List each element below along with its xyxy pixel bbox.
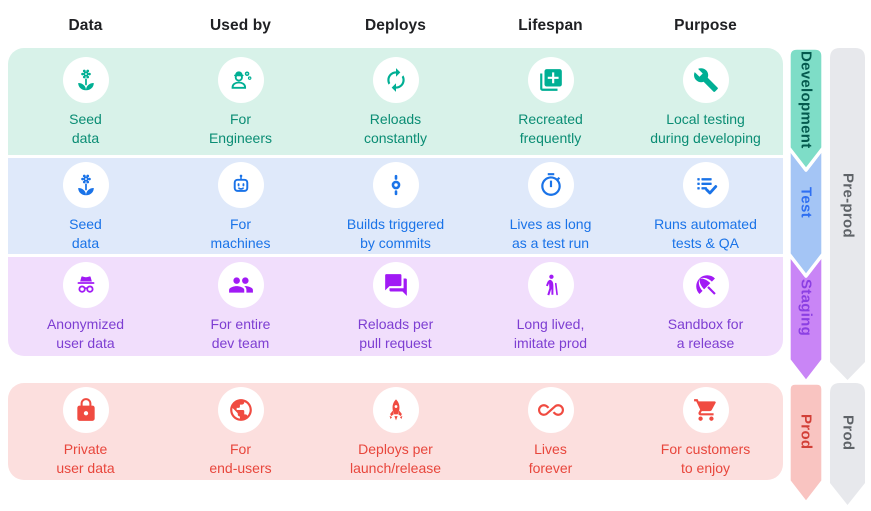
cell-prod-purpose: For customers to enjoy <box>628 383 783 480</box>
group-icon <box>228 272 254 298</box>
stage-ribbons <box>789 46 865 505</box>
ribbon-label-development: Development <box>797 51 815 149</box>
cell-prod-deploys: Deploys per launch/release <box>318 383 473 480</box>
cell-staging-data: Anonymized user data <box>8 257 163 356</box>
robot-icon <box>228 172 254 198</box>
cell-label: Builds triggered by commits <box>346 215 445 251</box>
cell-label: Seed data <box>69 111 102 146</box>
development-ribbon <box>789 46 825 172</box>
umbrella-icon <box>693 272 719 298</box>
cell-label: Reloads constantly <box>363 111 428 146</box>
cell-label: For end-users <box>209 441 272 476</box>
ribbon-label-test: Test <box>797 186 815 218</box>
ribbon-label-prod: Prod <box>797 414 815 450</box>
cell-prod-lifespan: Lives forever <box>473 383 628 480</box>
ribbon-label-pre-prod: Pre-prod <box>839 172 857 238</box>
cell-label: Long lived, imitate prod <box>513 316 588 351</box>
lock-icon <box>73 397 99 423</box>
cell-label: Recreated frequently <box>518 111 583 146</box>
checklist-icon <box>693 172 719 198</box>
prod-group-ribbon <box>830 383 865 505</box>
seed-icon <box>73 172 99 198</box>
cell-label: Local testing during developing <box>650 111 761 146</box>
globe-icon <box>228 397 254 423</box>
cell-test-purpose: Runs automated tests & QA <box>628 158 783 254</box>
cell-prod-used-by: For end-users <box>163 383 318 480</box>
column-header-deploys: Deploys <box>365 17 426 34</box>
column-header-data: Data <box>68 17 103 34</box>
row-prod: Private user data For end-users Deploys … <box>8 383 783 480</box>
cell-label: Seed data <box>69 215 102 251</box>
cell-test-lifespan: Lives as long as a test run <box>473 158 628 254</box>
cell-label: Lives forever <box>528 441 573 476</box>
commit-icon <box>383 172 409 198</box>
cell-label: For customers to enjoy <box>660 441 751 476</box>
cell-test-used-by: For machines <box>163 158 318 254</box>
incognito-icon <box>73 272 99 298</box>
column-header-used-by: Used by <box>210 17 271 34</box>
ribbon-label-prod-group: Prod <box>839 415 857 451</box>
cell-label: For Engineers <box>208 111 273 146</box>
cell-dev-lifespan: Recreated frequently <box>473 48 628 155</box>
library-add-icon <box>538 67 564 93</box>
chat-icon <box>383 272 409 298</box>
column-header-lifespan: Lifespan <box>518 17 583 34</box>
cell-staging-lifespan: Long lived, imitate prod <box>473 257 628 356</box>
cell-label: Anonymized user data <box>46 316 125 351</box>
rocket-icon <box>383 397 409 423</box>
wrench-icon <box>693 67 719 93</box>
cell-test-deploys: Builds triggered by commits <box>318 158 473 254</box>
column-header-purpose: Purpose <box>674 17 737 34</box>
cell-dev-used-by: For Engineers <box>163 48 318 155</box>
ribbon-label-staging: Staging <box>797 279 815 337</box>
seed-icon <box>73 67 99 93</box>
cell-staging-used-by: For entire dev team <box>163 257 318 356</box>
cart-icon <box>693 397 719 423</box>
cell-dev-data: Seed data <box>8 48 163 155</box>
cell-label: For entire dev team <box>210 316 271 351</box>
cell-label: Private user data <box>56 441 115 476</box>
prod-ribbon <box>789 381 825 505</box>
row-test: Seed data For machines Builds triggered … <box>8 158 783 254</box>
cell-label: Sandbox for a release <box>667 316 744 351</box>
cell-label: Runs automated tests & QA <box>654 215 757 251</box>
row-development: Seed data For Engineers Reloads constant… <box>8 48 783 155</box>
reload-icon <box>383 67 409 93</box>
pre-prod-ribbon <box>830 48 865 380</box>
cell-label: For machines <box>210 215 271 251</box>
cell-label: Lives as long as a test run <box>509 215 592 251</box>
cell-dev-deploys: Reloads constantly <box>318 48 473 155</box>
cell-staging-deploys: Reloads per pull request <box>318 257 473 356</box>
cell-label: Reloads per pull request <box>357 316 434 351</box>
cell-dev-purpose: Local testing during developing <box>628 48 783 155</box>
row-staging: Anonymized user data For entire dev team… <box>8 257 783 356</box>
cell-prod-data: Private user data <box>8 383 163 480</box>
infinity-icon <box>538 397 564 423</box>
cell-test-data: Seed data <box>8 158 163 254</box>
engineer-icon <box>228 67 254 93</box>
cell-staging-purpose: Sandbox for a release <box>628 257 783 356</box>
column-headers: Data Used by Deploys Lifespan Purpose <box>8 14 783 38</box>
timer-icon <box>538 172 564 198</box>
cell-label: Deploys per launch/release <box>349 441 442 476</box>
elderly-icon <box>538 272 564 298</box>
